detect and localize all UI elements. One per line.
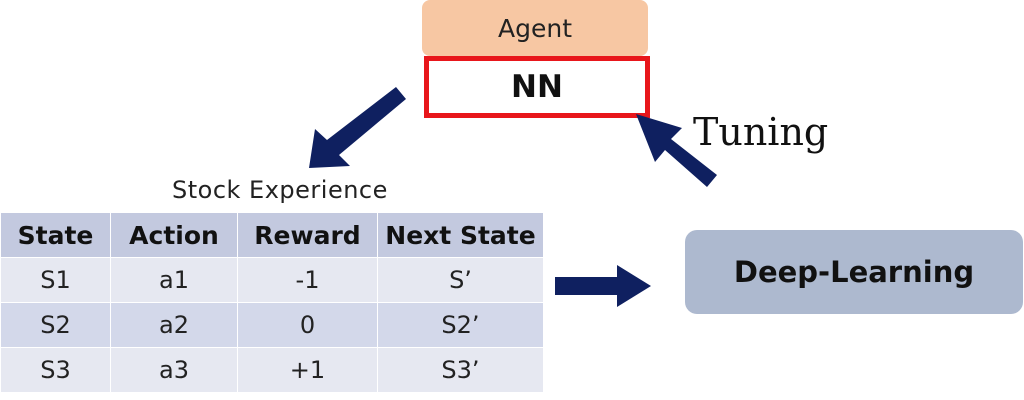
arrow-to-deep-learning: [555, 265, 651, 307]
table-header-row: State Action Reward Next State: [0, 212, 544, 258]
nn-box: NN: [424, 56, 650, 118]
nn-label: NN: [511, 69, 563, 105]
header-reward: Reward: [237, 212, 378, 258]
table-row: S1 a1 -1 S’: [0, 257, 544, 303]
cell-reward: -1: [237, 257, 378, 303]
cell-next-state: S2’: [377, 302, 544, 348]
arrow-tuning: [636, 114, 717, 187]
arrow-to-experience: [309, 87, 406, 168]
cell-action: a3: [110, 347, 238, 393]
cell-reward: +1: [237, 347, 378, 393]
table-row: S3 a3 +1 S3’: [0, 347, 544, 393]
cell-next-state: S’: [377, 257, 544, 303]
cell-state: S3: [0, 347, 111, 393]
header-next-state: Next State: [377, 212, 544, 258]
tuning-label: Tuning: [693, 110, 829, 154]
experience-table: State Action Reward Next State S1 a1 -1 …: [0, 212, 544, 393]
agent-label: Agent: [498, 13, 572, 43]
cell-state: S1: [0, 257, 111, 303]
deep-learning-box: Deep-Learning: [685, 230, 1023, 314]
deep-learning-label: Deep-Learning: [733, 255, 975, 289]
agent-box: Agent: [422, 0, 648, 56]
cell-next-state: S3’: [377, 347, 544, 393]
stock-experience-caption: Stock Experience: [172, 176, 388, 204]
cell-action: a2: [110, 302, 238, 348]
header-action: Action: [110, 212, 238, 258]
